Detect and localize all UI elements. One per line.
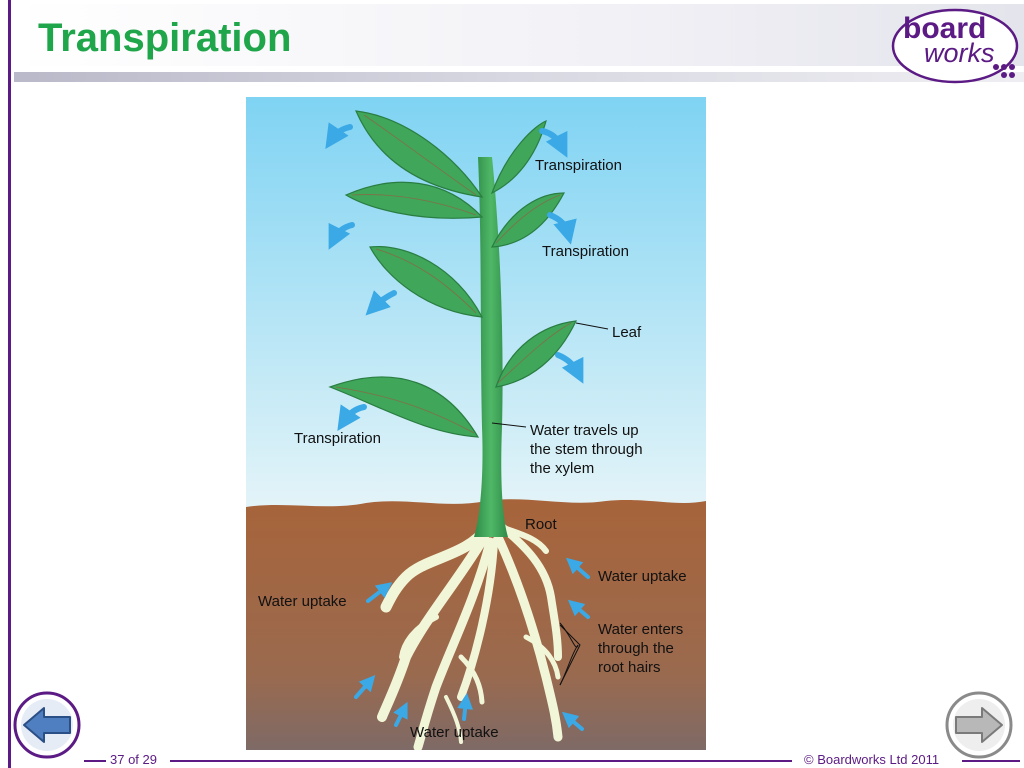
stem <box>474 157 508 537</box>
boardworks-logo <box>891 8 1019 84</box>
label-hairs-line-2: through the <box>598 640 674 657</box>
slide-title: Transpiration <box>38 16 292 60</box>
arrow-icon <box>565 557 590 579</box>
sky <box>246 97 706 509</box>
arrow-icon <box>457 693 474 721</box>
arrow-icon <box>328 222 355 250</box>
leader-lines <box>491 322 609 686</box>
arrow-icon <box>555 352 584 384</box>
arrow-icon <box>366 582 393 603</box>
title-bar <box>14 4 1024 66</box>
logo-text-board: board <box>903 12 987 45</box>
arrow-icon <box>354 674 376 699</box>
back-arrow-icon[interactable] <box>12 690 82 760</box>
logo-text-works: works <box>924 38 995 68</box>
label-hairs-line-1: Water enters <box>598 621 683 638</box>
forward-arrow-icon[interactable] <box>944 690 1014 760</box>
label-leaf: Leaf <box>612 324 642 341</box>
arrow-icon <box>365 290 397 316</box>
leaves <box>328 110 578 438</box>
transpiration-diagram: Transpiration Transpiration Transpiratio… <box>246 97 706 750</box>
label-transpiration-middle: Transpiration <box>542 243 629 260</box>
slide-left-border <box>8 0 11 768</box>
title-rule <box>14 72 1024 82</box>
label-uptake-bottom: Water uptake <box>410 724 499 741</box>
label-transpiration-left: Transpiration <box>294 430 381 447</box>
label-stem-line-1: Water travels up <box>530 422 639 439</box>
arrow-icon <box>547 212 577 245</box>
arrow-icon <box>567 599 590 619</box>
label-uptake-right: Water uptake <box>598 568 687 585</box>
logo-dot <box>1009 72 1015 78</box>
footer-line-right <box>962 760 1020 762</box>
logo-dot <box>1001 64 1007 70</box>
logo-dot <box>1001 72 1007 78</box>
arrow-icon <box>393 701 408 727</box>
label-root: Root <box>525 516 558 533</box>
arrow-icon <box>561 711 584 731</box>
label-stem-line-2: the stem through <box>530 441 643 458</box>
label-transpiration-top: Transpiration <box>535 157 622 174</box>
logo-dot <box>993 64 999 70</box>
root-hair-bracket <box>559 624 581 686</box>
logo-dot <box>1009 64 1015 70</box>
footer-line-left <box>84 760 106 762</box>
arrow-icon <box>337 404 367 431</box>
uptake-arrows <box>354 557 590 731</box>
footer-line-middle <box>170 760 792 762</box>
copyright-text: © Boardworks Ltd 2011 <box>800 752 944 767</box>
arrow-icon <box>325 122 353 149</box>
arrow-icon <box>539 128 568 158</box>
label-uptake-left: Water uptake <box>258 593 347 610</box>
label-stem-line-3: the xylem <box>530 460 594 477</box>
label-hairs-line-3: root hairs <box>598 659 661 676</box>
leaf-veins <box>335 114 572 434</box>
page-number: 37 of 29 <box>106 752 161 767</box>
transpiration-arrows <box>325 122 584 431</box>
